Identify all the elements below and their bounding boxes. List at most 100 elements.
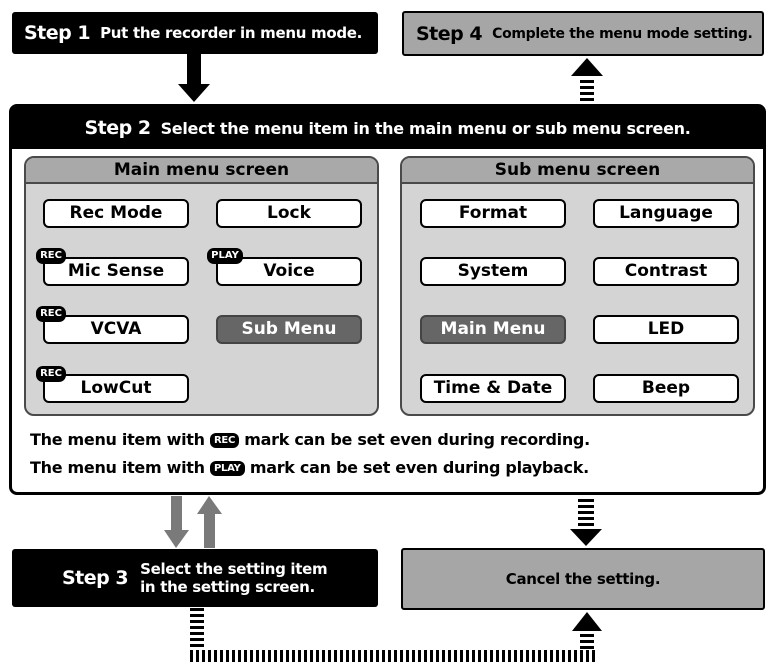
submenu-item-contrast[interactable]: Contrast [593,257,739,286]
dash-segment [274,650,277,662]
dash-segment [220,650,223,662]
sub-menu-title: Sub menu screen [402,158,753,184]
dash-segment [226,650,229,662]
step1-text: Put the recorder in menu mode. [100,24,363,42]
dash-segment [592,650,595,662]
dash-segment [484,650,487,662]
dash-segment [574,650,577,662]
dash-segment [430,650,433,662]
dash-segment [406,650,409,662]
dash-segment [550,650,553,662]
note-play: The menu item with PLAY mark can be set … [30,458,589,477]
dash-segment [190,650,193,662]
play-badge-voice: PLAY [207,248,243,264]
dash-segment [586,650,589,662]
step1-down-arrow [178,54,210,102]
dash-segment [250,650,253,662]
dash-segment [502,650,505,662]
dash-segment [304,650,307,662]
dash-segment [256,650,259,662]
submenu-item-format[interactable]: Format [420,199,566,228]
dash-segment [316,650,319,662]
dash-segment [208,650,211,662]
step4-text: Complete the menu mode setting. [492,25,753,42]
menu-item-lowcut[interactable]: LowCut [43,374,189,403]
dash-segment [580,650,583,662]
dash-segment [202,650,205,662]
step3-text-line2: in the setting screen. [140,578,315,596]
dash-segment [478,650,481,662]
dash-segment [448,650,451,662]
menu-item-rec-mode[interactable]: Rec Mode [43,199,189,228]
dash-segment [496,650,499,662]
dash-segment [562,650,565,662]
dash-segment [472,650,475,662]
dash-segment [346,650,349,662]
step1-box: Step 1 Put the recorder in menu mode. [12,12,378,54]
note-play-suffix: mark can be set even during playback. [249,458,589,477]
step4-box: Step 4 Complete the menu mode setting. [402,11,764,56]
main-menu-title: Main menu screen [26,158,377,184]
dash-segment [268,650,271,662]
dash-segment [340,650,343,662]
dash-segment [568,650,571,662]
submenu-item-led[interactable]: LED [593,315,739,344]
dash-segment [310,650,313,662]
submenu-item-system[interactable]: System [420,257,566,286]
dash-segment [334,650,337,662]
menu-item-lock[interactable]: Lock [216,199,362,228]
dash-segment [292,650,295,662]
dash-segment [376,650,379,662]
dash-segment [466,650,469,662]
dash-segment [322,650,325,662]
submenu-item-main-menu[interactable]: Main Menu [420,315,566,344]
note-rec: The menu item with REC mark can be set e… [30,430,590,449]
dash-segment [544,650,547,662]
step3-box: Step 3 Select the setting item in the se… [12,549,378,607]
dash-segment [526,650,529,662]
dash-segment [400,650,403,662]
dash-segment [238,650,241,662]
submenu-item-language[interactable]: Language [593,199,739,228]
note-play-prefix: The menu item with [30,458,205,477]
dash-segment [538,650,541,662]
dash-segment [424,650,427,662]
dash-segment [454,650,457,662]
cancel-text: Cancel the setting. [505,570,661,588]
dash-segment [280,650,283,662]
dash-segment [214,650,217,662]
dash-segment [514,650,517,662]
dash-segment [394,650,397,662]
step3-text: Select the setting item in the setting s… [140,560,328,596]
dash-segment [442,650,445,662]
dash-segment [412,650,415,662]
dash-segment [436,650,439,662]
dash-segment [232,650,235,662]
step2-header: Step 2 Select the menu item in the main … [12,107,763,149]
step1-label: Step 1 [24,22,91,44]
cancel-box: Cancel the setting. [401,548,765,610]
rec-badge-mic-sense: REC [36,248,66,264]
dash-segment [196,650,199,662]
step4-up-dashed-arrow [571,58,603,101]
menu-item-vcva[interactable]: VCVA [43,315,189,344]
note-rec-badge: REC [210,433,239,448]
menu-item-mic-sense[interactable]: Mic Sense [43,257,189,286]
step3-text-line1: Select the setting item [140,560,328,578]
dash-segment [490,650,493,662]
step3-cancel-dashed-loop [190,608,602,662]
step4-label: Step 4 [416,22,483,45]
submenu-item-time-date[interactable]: Time & Date [420,374,566,403]
dash-segment [460,650,463,662]
dash-segment [418,650,421,662]
step3-label: Step 3 [62,567,129,589]
dash-segment [244,650,247,662]
menu-item-sub-menu[interactable]: Sub Menu [216,315,362,344]
dash-segment [382,650,385,662]
rec-badge-vcva: REC [36,306,66,322]
step2-label: Step 2 [84,117,151,139]
menu-item-voice[interactable]: Voice [216,257,362,286]
submenu-item-beep[interactable]: Beep [593,374,739,403]
dash-segment [520,650,523,662]
dash-segment [286,650,289,662]
